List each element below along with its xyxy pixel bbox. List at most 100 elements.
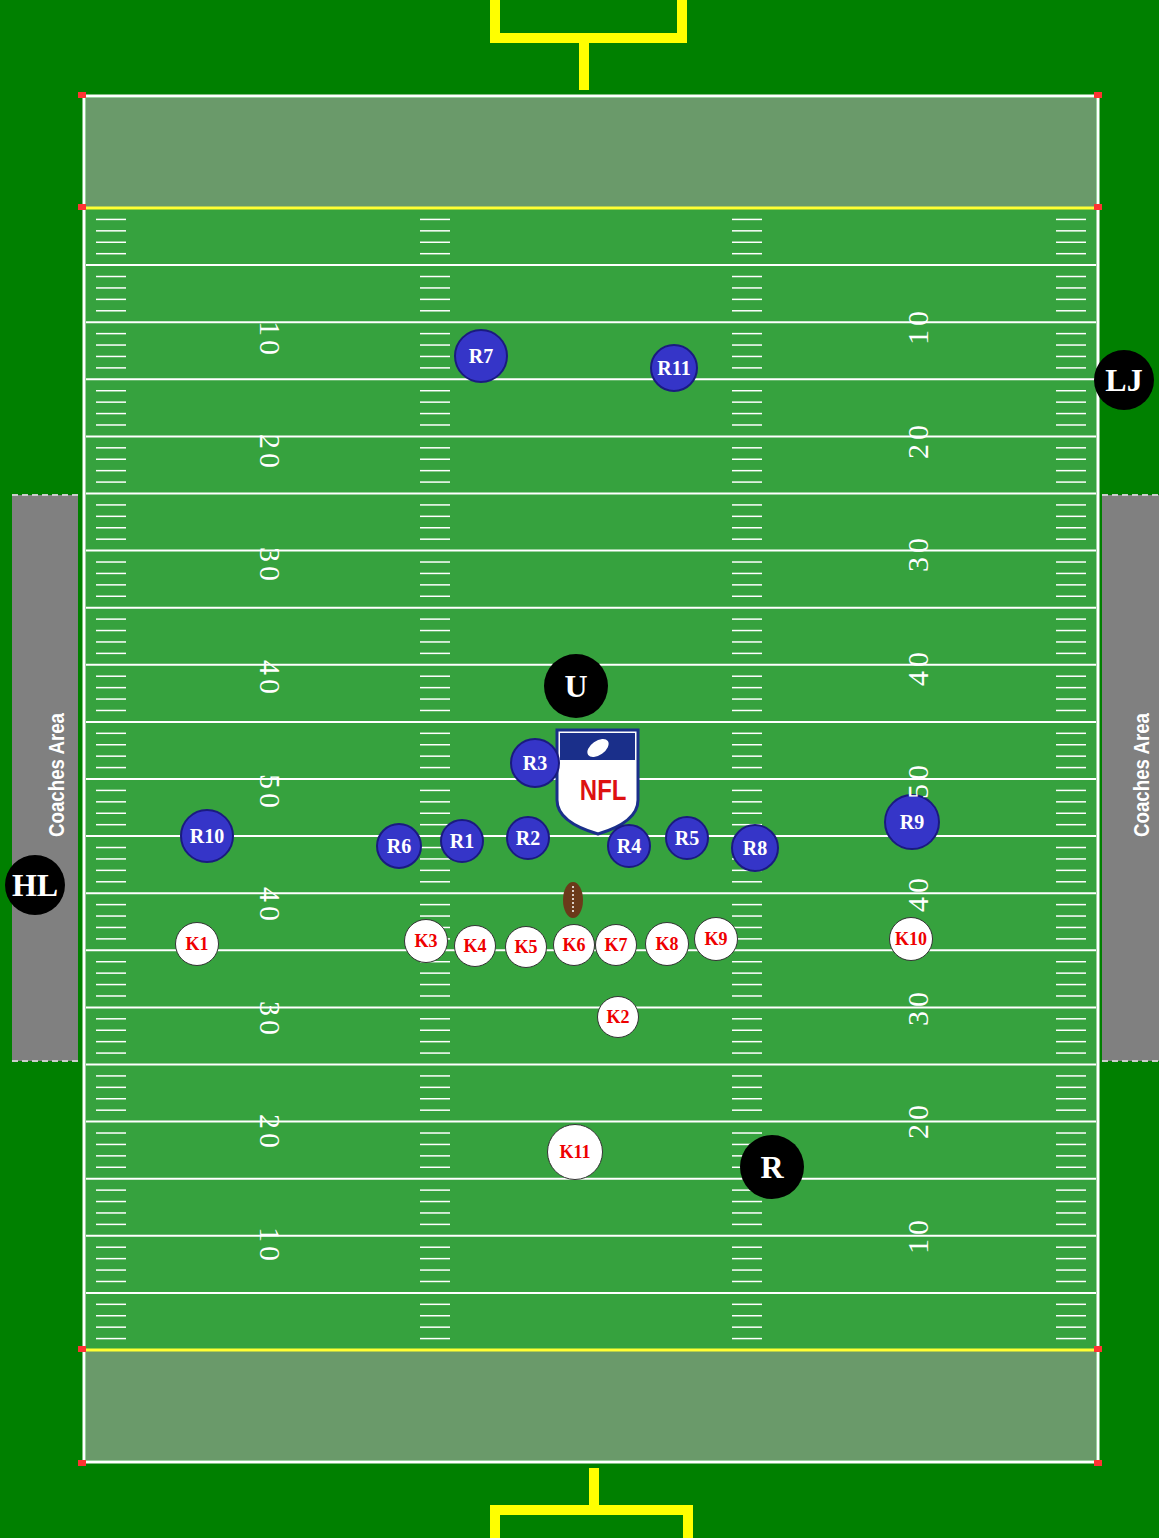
yard-number: 30 bbox=[903, 988, 933, 1026]
player-label: R10 bbox=[190, 826, 224, 846]
field-line bbox=[96, 1201, 126, 1203]
field-line bbox=[732, 230, 762, 232]
yard-number: 10 bbox=[903, 307, 933, 345]
field-line bbox=[96, 733, 126, 735]
player-label: R9 bbox=[900, 812, 924, 832]
field-line bbox=[96, 1315, 126, 1317]
receiving-player: R7 bbox=[454, 329, 508, 383]
field-line bbox=[420, 310, 450, 312]
yard-number: 50 bbox=[903, 761, 933, 799]
field-line bbox=[86, 1121, 1096, 1123]
field-line bbox=[1056, 1041, 1086, 1043]
field-line bbox=[96, 1281, 126, 1283]
field-line bbox=[96, 1212, 126, 1214]
field-line bbox=[96, 287, 126, 289]
player-label: K5 bbox=[514, 938, 537, 956]
field-line bbox=[96, 801, 126, 803]
field-line bbox=[420, 630, 450, 632]
kicking-player: K11 bbox=[547, 1124, 603, 1180]
field-line bbox=[1056, 790, 1086, 792]
field-line bbox=[420, 299, 450, 301]
field-line bbox=[1056, 458, 1086, 460]
field-line bbox=[420, 596, 450, 598]
field-line bbox=[1056, 561, 1086, 563]
kicking-player: K4 bbox=[454, 925, 496, 967]
field-line bbox=[96, 230, 126, 232]
field-line bbox=[732, 413, 762, 415]
receiving-player: R2 bbox=[506, 816, 550, 860]
field-line bbox=[732, 1338, 762, 1340]
field-line bbox=[1056, 1109, 1086, 1111]
field-line bbox=[1056, 287, 1086, 289]
field-line bbox=[420, 1075, 450, 1077]
field-line bbox=[1056, 299, 1086, 301]
field-line bbox=[420, 367, 450, 369]
field-line bbox=[96, 904, 126, 906]
kicking-player: K5 bbox=[505, 926, 547, 968]
field-line bbox=[1056, 1258, 1086, 1260]
field-line bbox=[96, 1189, 126, 1191]
field-line bbox=[1056, 824, 1086, 826]
field-line bbox=[96, 915, 126, 917]
kicking-player: K3 bbox=[404, 919, 448, 963]
field-line bbox=[732, 242, 762, 244]
field-line bbox=[96, 1041, 126, 1043]
field-line bbox=[1056, 1201, 1086, 1203]
field-line bbox=[732, 972, 762, 974]
field-line bbox=[420, 584, 450, 586]
official: LJ bbox=[1094, 350, 1154, 410]
field-line bbox=[732, 915, 762, 917]
field-line bbox=[420, 1155, 450, 1157]
yard-number: 20 bbox=[903, 421, 933, 459]
field-line bbox=[1056, 242, 1086, 244]
field-line bbox=[1056, 1304, 1086, 1306]
field-line bbox=[96, 870, 126, 872]
field-line bbox=[732, 356, 762, 358]
field-line bbox=[1056, 767, 1086, 769]
field-line bbox=[96, 584, 126, 586]
field-line bbox=[732, 733, 762, 735]
field-line bbox=[96, 310, 126, 312]
field-line bbox=[96, 972, 126, 974]
field-line bbox=[420, 333, 450, 335]
field-line bbox=[420, 1281, 450, 1283]
field-line bbox=[1056, 447, 1086, 449]
field-line bbox=[1056, 915, 1086, 917]
field-line bbox=[420, 527, 450, 529]
field-line bbox=[1056, 1087, 1086, 1089]
field-line bbox=[732, 1075, 762, 1077]
field-line bbox=[420, 1052, 450, 1054]
field-line bbox=[420, 390, 450, 392]
field-line bbox=[732, 927, 762, 929]
field-line bbox=[1056, 390, 1086, 392]
field-line bbox=[732, 584, 762, 586]
field-line bbox=[732, 710, 762, 712]
field-line bbox=[420, 242, 450, 244]
field-line bbox=[732, 630, 762, 632]
field-line bbox=[1056, 1132, 1086, 1134]
field-line bbox=[96, 984, 126, 986]
field-line bbox=[1056, 1075, 1086, 1077]
field-line bbox=[420, 1201, 450, 1203]
field-line bbox=[732, 1258, 762, 1260]
field-line bbox=[732, 219, 762, 221]
field-line bbox=[1056, 584, 1086, 586]
field-line bbox=[732, 653, 762, 655]
kicking-player: K10 bbox=[889, 917, 933, 961]
yard-number: 10 bbox=[255, 1227, 285, 1265]
field-line bbox=[96, 504, 126, 506]
coaches-area bbox=[1102, 495, 1159, 1061]
field-line bbox=[732, 1052, 762, 1054]
field-line bbox=[732, 481, 762, 483]
field-line bbox=[420, 1189, 450, 1191]
player-label: K1 bbox=[185, 935, 208, 953]
field-line bbox=[420, 1087, 450, 1089]
field-line bbox=[96, 344, 126, 346]
field-line bbox=[420, 1041, 450, 1043]
field-line bbox=[420, 1212, 450, 1214]
field-line bbox=[96, 824, 126, 826]
field-line bbox=[732, 1201, 762, 1203]
player-label: K11 bbox=[559, 1143, 590, 1161]
field-line bbox=[96, 1075, 126, 1077]
